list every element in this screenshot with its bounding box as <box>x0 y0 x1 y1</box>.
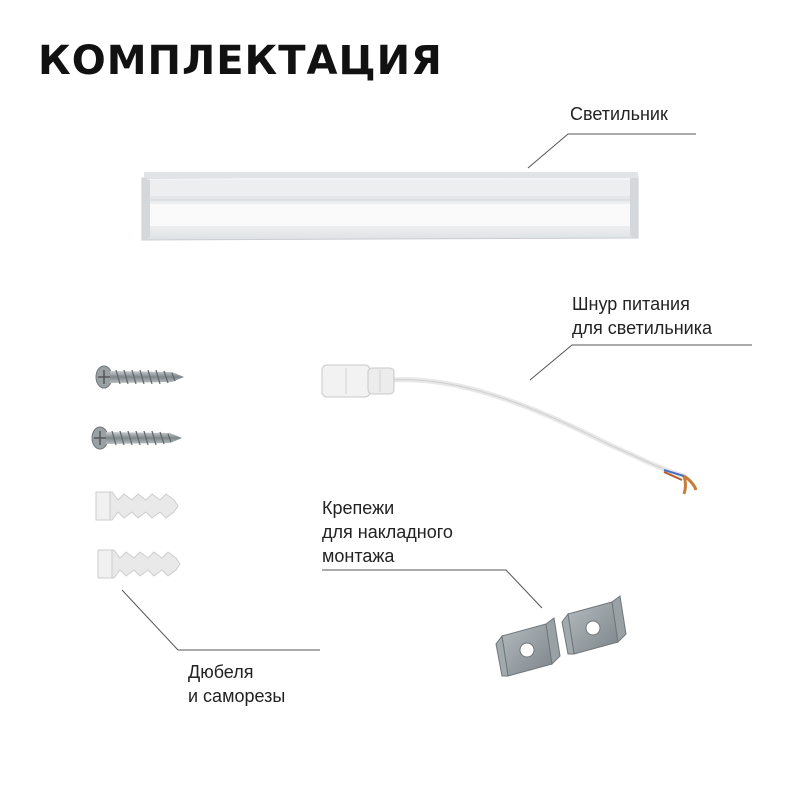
dowel-1-image <box>95 491 179 521</box>
power-cord-label-line2: для светильника <box>572 318 712 338</box>
mounting-clips-label-line1: Крепежи <box>322 498 395 518</box>
mounting-clips-label-line2: для накладного <box>322 522 453 542</box>
dowel-2-image <box>97 549 181 579</box>
power-cord-label: Шнур питания для светильника <box>572 292 712 340</box>
power-cord-image <box>321 364 698 495</box>
power-cord-leader-line <box>529 344 752 381</box>
dowels-leader-line <box>121 589 320 651</box>
mounting-clips-label: Крепежи для накладного монтажа <box>322 496 453 568</box>
luminaire-label-text: Светильник <box>570 104 668 124</box>
dowels-screws-label-line2: и саморезы <box>188 686 286 706</box>
luminaire-leader-line <box>527 133 696 169</box>
luminaire-label: Светильник <box>570 102 668 126</box>
dowels-screws-label: Дюбеля и саморезы <box>188 660 285 708</box>
luminaire-image <box>141 172 639 241</box>
power-cord-label-line1: Шнур питания <box>572 294 690 314</box>
mounting-clips-leader-line <box>322 569 543 609</box>
page-title: КОМПЛЕКТАЦИЯ <box>38 38 443 84</box>
mounting-clip-1-image <box>495 617 561 677</box>
mounting-clip-2-image <box>561 595 627 655</box>
screw-1-image <box>95 365 184 389</box>
dowels-screws-label-line1: Дюбеля <box>188 662 254 682</box>
screw-2-image <box>91 426 182 450</box>
mounting-clips-label-line3: монтажа <box>322 546 395 566</box>
